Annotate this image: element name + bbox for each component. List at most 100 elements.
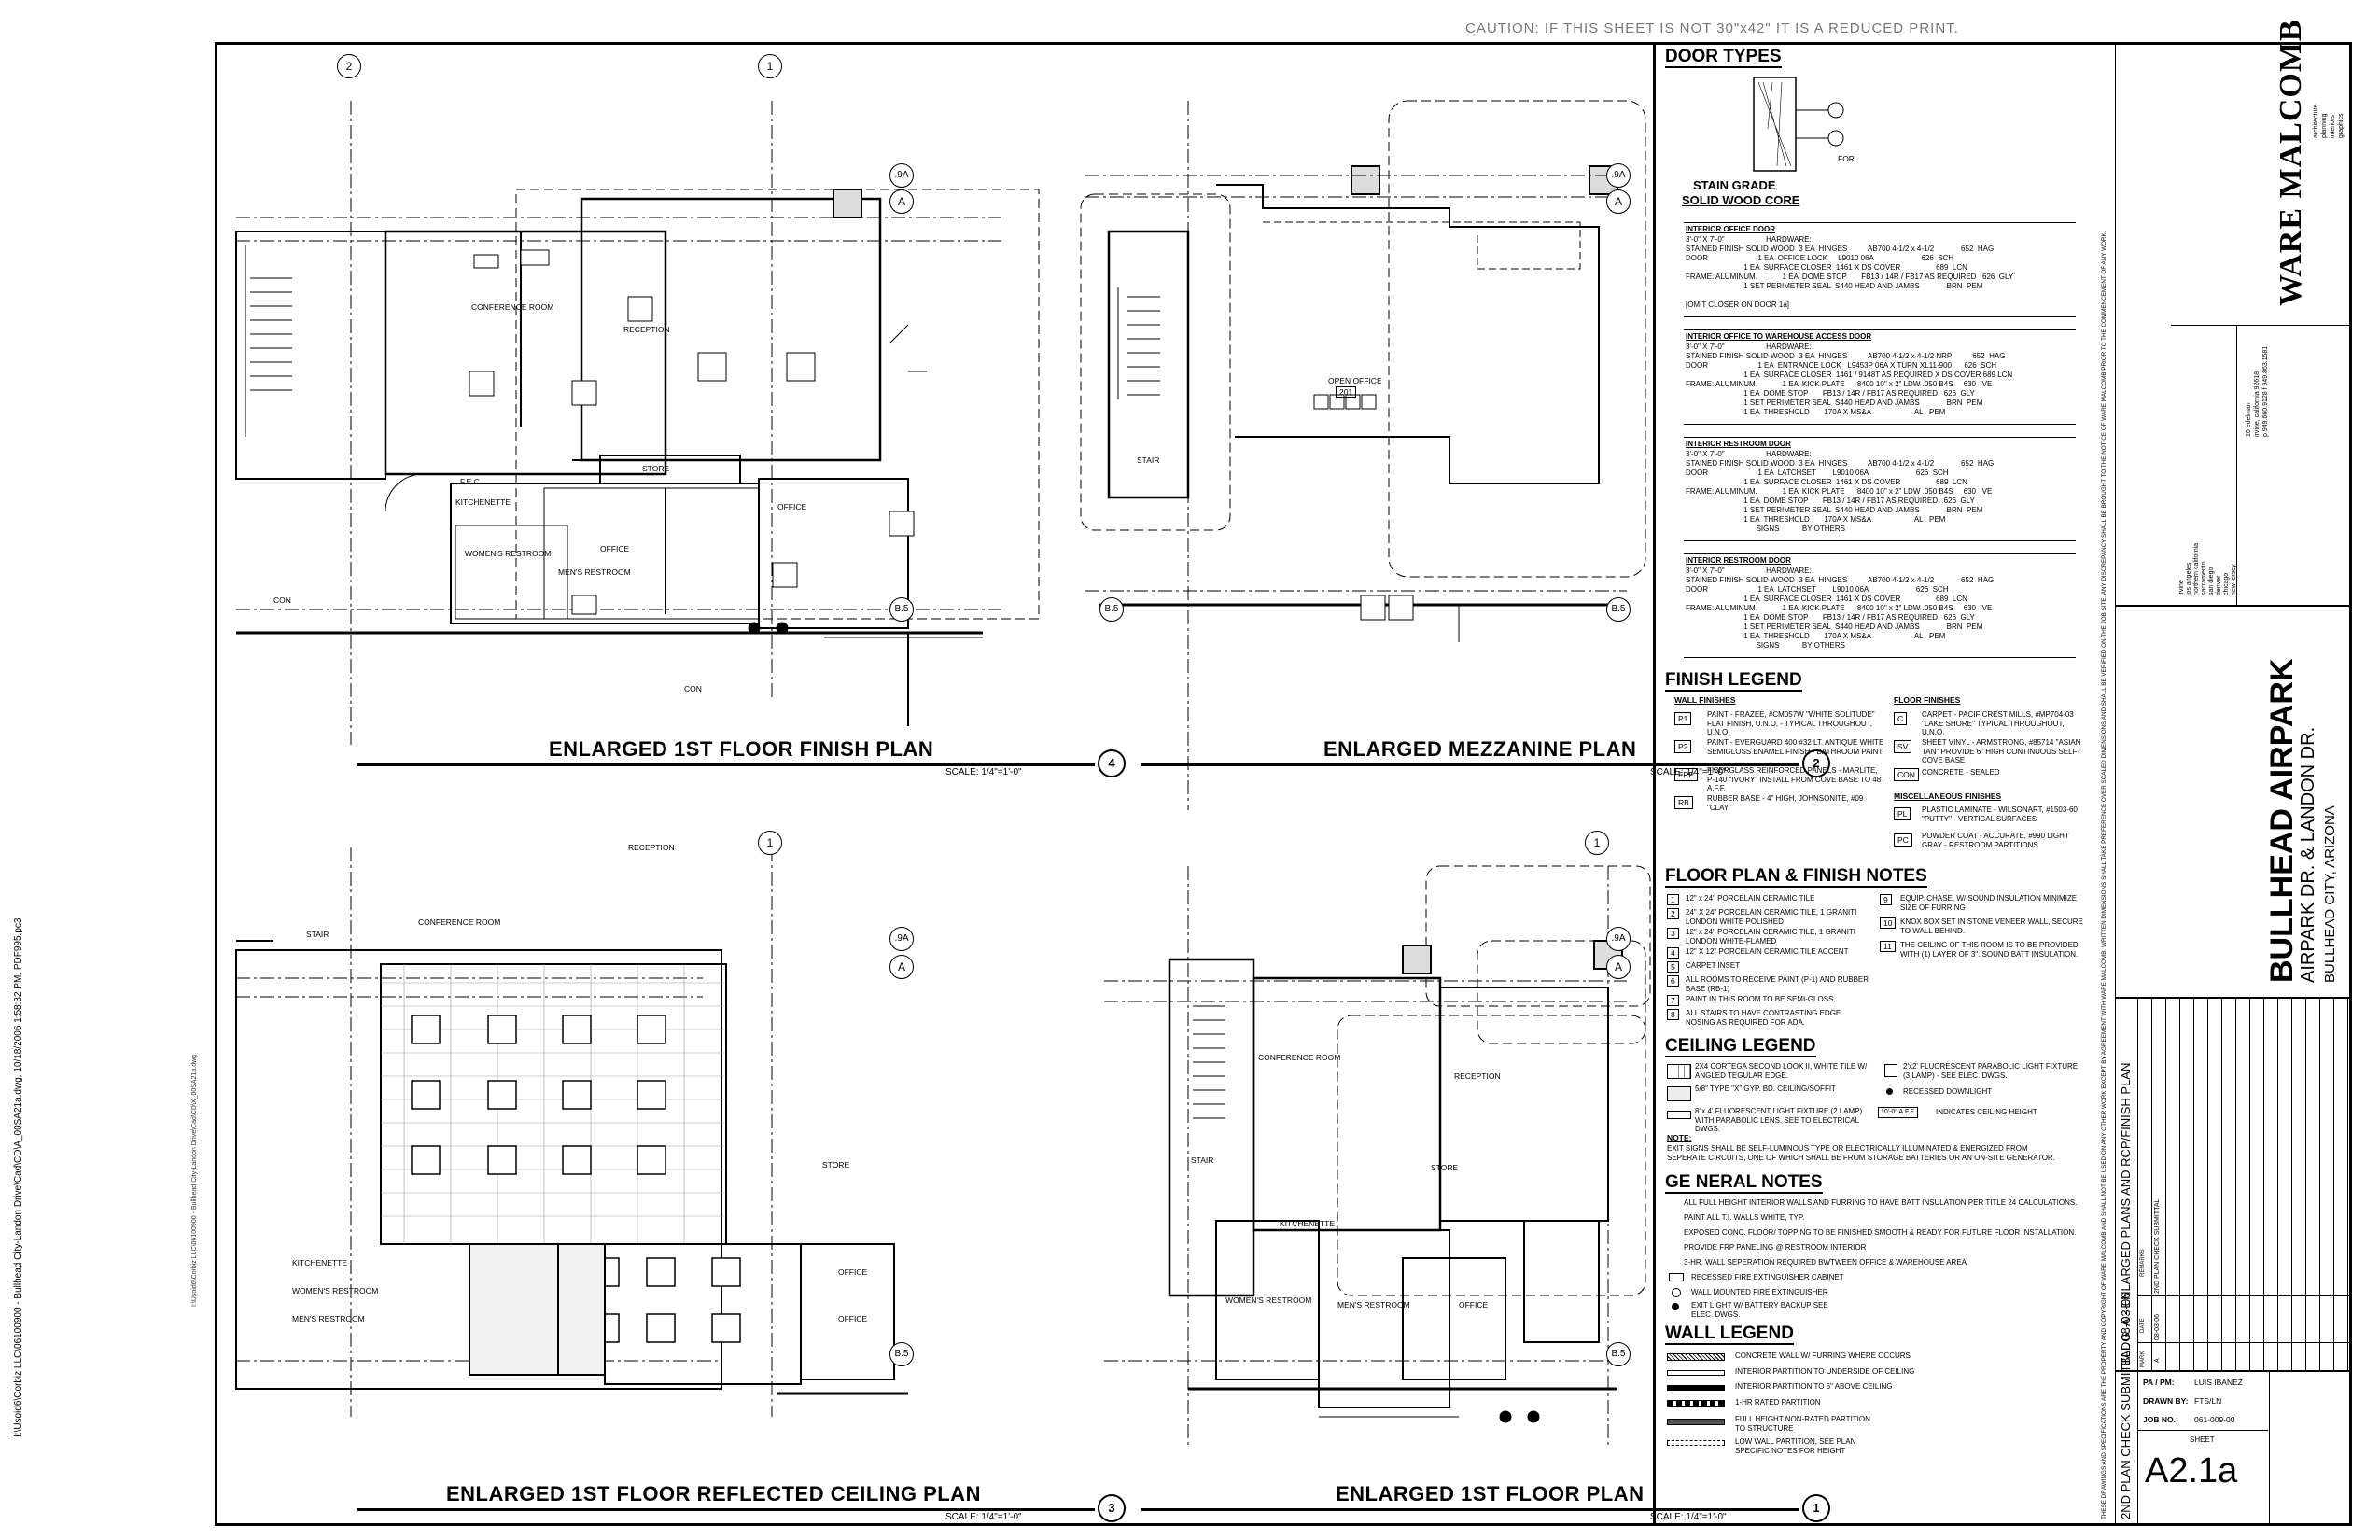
general-symbol-text: WALL MOUNTED FIRE EXTINGUISHER — [1691, 1288, 1828, 1296]
firm-address: irvine, california 92618 — [2254, 371, 2261, 437]
note-num: 9 — [1880, 894, 1892, 905]
note-num: 5 — [1667, 961, 1679, 973]
ceiling-tile-swatch — [1667, 1064, 1691, 1079]
finish-text: PAINT - FRAZEE, #CM057W "WHITE SOLITUDE"… — [1707, 710, 1875, 736]
door-schedule-block: INTERIOR RESTROOM DOOR 3'-0" X 7'-0" HAR… — [1684, 553, 2076, 658]
door-spec-line: 1 EA SURFACE CLOSER 1461 X DS COVER 689 … — [1686, 478, 1967, 486]
room-label-office: OFFICE — [600, 544, 630, 553]
office-location: sacramento — [2201, 561, 2207, 595]
room-label-office: OFFICE — [838, 1314, 868, 1323]
grid-bubble-1: 1 — [758, 831, 782, 855]
finish-code-frp: FRP — [1674, 768, 1698, 781]
room-label-conference: CONFERENCE ROOM — [1258, 1053, 1341, 1062]
door-spec-line: [OMIT CLOSER ON DOOR 1a] — [1686, 301, 1789, 309]
note-num: 7 — [1667, 995, 1679, 1006]
door-spec-line: 3'-0" X 7'-0" HARDWARE: — [1686, 235, 1812, 244]
misc-finishes-heading: MISCELLANEOUS FINISHES — [1894, 791, 2002, 801]
room-label-con: CON — [273, 595, 291, 605]
project-name: BULLHEAD AIRPARK — [2264, 658, 2300, 983]
revision-remarks: 2ND PLAN CHECK SUBMITTAL — [2154, 1198, 2161, 1294]
revision-header-date: DATE — [2140, 1318, 2146, 1333]
note-num: 11 — [1880, 941, 1896, 952]
door-spec-line: DOOR 1 EA ENTRANCE LOCK L9453P 06A X TUR… — [1686, 361, 1997, 370]
floor-notes-title: FLOOR PLAN & FINISH NOTES — [1665, 866, 1927, 888]
rated-partition-swatch — [1667, 1400, 1725, 1407]
door-spec-line: 3'-0" X 7'-0" HARDWARE: — [1686, 343, 1812, 351]
door-spec-line: STAINED FINISH SOLID WOOD 3 EA HINGES AB… — [1686, 352, 2006, 360]
finish-code-p2: P2 — [1674, 740, 1692, 753]
firm-block: WARE MALCOMB architecture planning inter… — [2115, 19, 2352, 607]
general-symbol-text: RECESSED FIRE EXTINGUISHER CABINET — [1691, 1273, 1844, 1281]
full-height-partition-swatch — [1667, 1419, 1725, 1425]
wall-legend-title: WALL LEGEND — [1665, 1323, 1794, 1345]
finish-text: FIBERGLASS REINFORCED PANELS - MARLITE, … — [1707, 766, 1884, 792]
door-spec-line: 1 SET PERIMETER SEAL S440 HEAD AND JAMBS… — [1686, 282, 1983, 290]
disclaimer-strip — [2096, 45, 2116, 1523]
revision-header-mark: MARK — [2140, 1351, 2146, 1367]
ceiling-note-text: EXIT SIGNS SHALL BE SELF-LUMINOUS TYPE O… — [1667, 1144, 2055, 1162]
door-block-title: INTERIOR OFFICE DOOR — [1686, 225, 1775, 233]
room-label-mens: MEN'S RESTROOM — [1337, 1300, 1410, 1309]
firm-discipline: architecture — [2313, 104, 2319, 138]
revision-col-line — [2137, 1295, 2352, 1296]
office-location: los angeles — [2186, 562, 2192, 595]
room-label-kitchenette: KITCHENETTE — [455, 497, 511, 507]
ceiling-legend-text: 2'x2' FLUORESCENT PARABOLIC LIGHT FIXTUR… — [1903, 1062, 2079, 1080]
finish-text: POWDER COAT - ACCURATE, #990 LIGHT GRAY … — [1922, 832, 2069, 849]
revision-grid — [2137, 997, 2353, 1370]
room-label-kitchenette: KITCHENETTE — [292, 1258, 348, 1267]
room-label-mens: MEN'S RESTROOM — [558, 567, 631, 577]
room-label-stair: STAIR — [1191, 1155, 1214, 1165]
plan-number-4: 4 — [1098, 749, 1126, 777]
notes-column: DOOR TYPES FOR STAIN GRADE SOLID WOOD CO… — [1653, 45, 2096, 1523]
office-location: san diego — [2208, 567, 2215, 595]
note-num: 10 — [1880, 917, 1897, 929]
plan-title-4: ENLARGED 1ST FLOOR FINISH PLAN — [549, 737, 934, 761]
door-types-title: DOOR TYPES — [1665, 47, 1782, 68]
room-label-store: STORE — [642, 464, 670, 473]
finish-text: CONCRETE - SEALED — [1922, 768, 2000, 777]
plan-scale-4: SCALE: 1/4"=1'-0" — [945, 767, 1022, 777]
fire-extinguisher-icon — [1672, 1288, 1681, 1297]
door-spec-line: DOOR 1 EA OFFICE LOCK L9010 06A 626 SCH — [1686, 254, 1954, 262]
revision-date: 08-03-06 — [2154, 1313, 2161, 1340]
plan-title-2: ENLARGED MEZZANINE PLAN — [1323, 737, 1637, 761]
note-text: 24" X 24" PORCELAIN CERAMIC TILE, 1 GRAN… — [1686, 908, 1857, 926]
room-label-open-office-num: 201 — [1336, 386, 1357, 398]
door-block-title: INTERIOR RESTROOM DOOR — [1686, 556, 1791, 565]
door-spec-line: 1 EA SURFACE CLOSER 1461 X DS COVER 689 … — [1686, 263, 1967, 272]
grid-bubble-9a: .9A — [889, 163, 914, 188]
low-wall-swatch — [1667, 1440, 1725, 1446]
door-spec-line: 1 SET PERIMETER SEAL S440 HEAD AND JAMBS… — [1686, 399, 1983, 407]
note-text: CARPET INSET — [1686, 961, 1741, 970]
general-symbol-text: EXIT LIGHT W/ BATTERY BACKUP SEE ELEC. D… — [1691, 1301, 1828, 1319]
partition-swatch — [1667, 1385, 1725, 1391]
firm-discipline: graphics — [2338, 113, 2345, 138]
job-number-value: 061-009-00 — [2194, 1415, 2235, 1424]
room-label-office: OFFICE — [838, 1267, 868, 1277]
door-spec-line: 1 EA SURFACE CLOSER 1461 X DS COVER 689 … — [1686, 595, 1967, 603]
ceiling-height-tag: 10'-0" A.F.F. — [1878, 1107, 1918, 1118]
door-block-title: INTERIOR OFFICE TO WAREHOUSE ACCESS DOOR — [1686, 332, 1872, 341]
finish-code-p1: P1 — [1674, 712, 1692, 725]
room-label-mens: MEN'S RESTROOM — [292, 1314, 365, 1323]
room-label-office: OFFICE — [1459, 1300, 1489, 1309]
wall-legend-text: INTERIOR PARTITION TO UNDERSIDE OF CEILI… — [1735, 1367, 1915, 1376]
grid-bubble-a: A — [889, 189, 914, 214]
project-block: BULLHEAD AIRPARK AIRPARK DR. & LANDON DR… — [2115, 605, 2352, 999]
door-spec-line: 3'-0" X 7'-0" HARDWARE: — [1686, 450, 1812, 458]
note-num: 8 — [1667, 1009, 1679, 1020]
office-location: chicago — [2223, 572, 2230, 595]
title-block: THESE DRAWINGS AND SPECIFICATIONS ARE TH… — [2096, 19, 2353, 1523]
door-spec-line: FRAME: ALUMINUM. 1 EA KICK PLATE 8400 10… — [1686, 487, 1993, 496]
plan-number-2: 2 — [1802, 749, 1830, 777]
room-label-womens: WOMEN'S RESTROOM — [292, 1286, 379, 1295]
door-core-label: SOLID WOOD CORE — [1682, 193, 1800, 207]
finish-text: PAINT - EVERGUARD 400 #32 LT. ANTIQUE WH… — [1707, 738, 1884, 756]
note-num: 1 — [1667, 894, 1679, 905]
note-num: 2 — [1667, 908, 1679, 919]
finish-text: PLASTIC LAMINATE - WILSONART, #1503-60 "… — [1922, 805, 2078, 823]
revision-mark: A — [2154, 1358, 2161, 1363]
plan-number-3: 3 — [1098, 1494, 1126, 1522]
plan-title-underline — [1141, 1508, 1799, 1511]
